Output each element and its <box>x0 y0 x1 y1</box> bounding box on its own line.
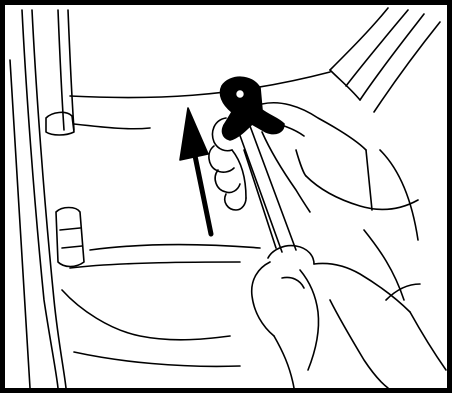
hand-icon <box>252 246 446 388</box>
seat-frame-icon <box>10 10 84 388</box>
backrest-frame <box>330 8 440 112</box>
upward-arrow-icon <box>180 108 211 234</box>
strap <box>238 126 296 252</box>
